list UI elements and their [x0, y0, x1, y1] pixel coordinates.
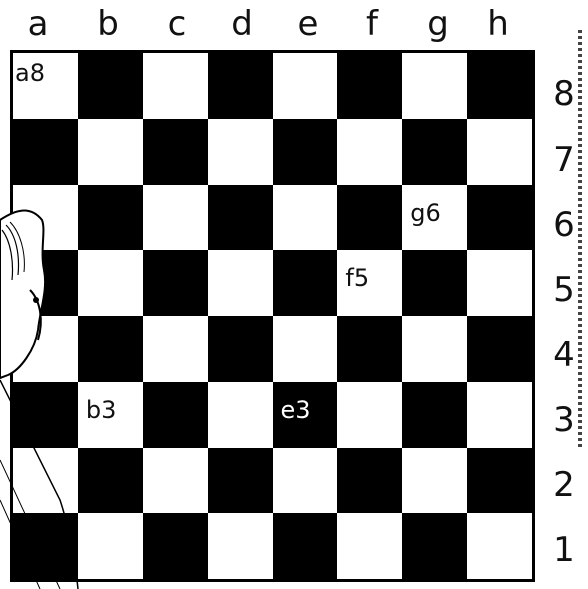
- square-f2: [337, 448, 402, 514]
- file-label-f: f: [352, 4, 392, 44]
- rank-label-1: 1: [546, 530, 582, 570]
- square-h2: [467, 448, 532, 514]
- square-b1: [78, 513, 143, 579]
- square-b7: [78, 119, 143, 185]
- square-h5: [467, 250, 532, 316]
- square-c7: [143, 119, 208, 185]
- square-e6: [273, 185, 338, 251]
- file-label-h: h: [478, 4, 518, 44]
- square-label-e3: e3: [281, 396, 311, 424]
- square-d1: [208, 513, 273, 579]
- square-e4: [273, 316, 338, 382]
- square-label-b3: b3: [86, 396, 117, 424]
- square-f6: [337, 185, 402, 251]
- square-d3: [208, 382, 273, 448]
- rank-label-3: 3: [546, 400, 582, 440]
- square-f4: [337, 316, 402, 382]
- square-g5: [402, 250, 467, 316]
- rank-label-6: 6: [546, 205, 582, 245]
- square-d2: [208, 448, 273, 514]
- file-labels: a b c d e f g h: [0, 0, 588, 48]
- square-g2: [402, 448, 467, 514]
- square-b4: [78, 316, 143, 382]
- square-e2: [273, 448, 338, 514]
- square-b5: [78, 250, 143, 316]
- square-d6: [208, 185, 273, 251]
- square-a7: [13, 119, 78, 185]
- file-label-d: d: [222, 4, 262, 44]
- square-c2: [143, 448, 208, 514]
- square-c1: [143, 513, 208, 579]
- square-g6: g6: [402, 185, 467, 251]
- square-c3: [143, 382, 208, 448]
- square-f7: [337, 119, 402, 185]
- chessboard: a8 g6 f5 b3 e3: [10, 50, 535, 582]
- square-f5: f5: [337, 250, 402, 316]
- knight-drawing-icon: [0, 200, 80, 589]
- square-label-f5: f5: [345, 264, 369, 292]
- square-f3: [337, 382, 402, 448]
- file-label-c: c: [157, 4, 197, 44]
- square-g4: [402, 316, 467, 382]
- square-c5: [143, 250, 208, 316]
- square-b2: [78, 448, 143, 514]
- square-c8: [143, 53, 208, 119]
- rank-label-8: 8: [546, 74, 582, 114]
- file-label-b: b: [88, 4, 128, 44]
- square-e7: [273, 119, 338, 185]
- rank-label-2: 2: [546, 465, 582, 505]
- square-d7: [208, 119, 273, 185]
- file-label-g: g: [418, 4, 458, 44]
- square-h1: [467, 513, 532, 579]
- square-h6: [467, 185, 532, 251]
- square-c4: [143, 316, 208, 382]
- square-h7: [467, 119, 532, 185]
- square-e3: e3: [273, 382, 338, 448]
- square-label-g6: g6: [410, 199, 441, 227]
- edge-stripe: [578, 30, 582, 450]
- square-b8: [78, 53, 143, 119]
- square-h3: [467, 382, 532, 448]
- square-d8: [208, 53, 273, 119]
- square-b6: [78, 185, 143, 251]
- square-g3: [402, 382, 467, 448]
- square-d5: [208, 250, 273, 316]
- square-e8: [273, 53, 338, 119]
- rank-label-7: 7: [546, 140, 582, 180]
- square-c6: [143, 185, 208, 251]
- square-g7: [402, 119, 467, 185]
- file-label-e: e: [288, 4, 328, 44]
- square-h4: [467, 316, 532, 382]
- square-f8: [337, 53, 402, 119]
- rank-label-4: 4: [546, 335, 582, 375]
- square-label-a8: a8: [15, 59, 45, 87]
- square-d4: [208, 316, 273, 382]
- square-h8: [467, 53, 532, 119]
- square-g1: [402, 513, 467, 579]
- square-e5: [273, 250, 338, 316]
- file-label-a: a: [18, 4, 58, 44]
- square-b3: b3: [78, 382, 143, 448]
- square-g8: [402, 53, 467, 119]
- square-a8: a8: [13, 53, 78, 119]
- rank-label-5: 5: [546, 270, 582, 310]
- square-f1: [337, 513, 402, 579]
- square-e1: [273, 513, 338, 579]
